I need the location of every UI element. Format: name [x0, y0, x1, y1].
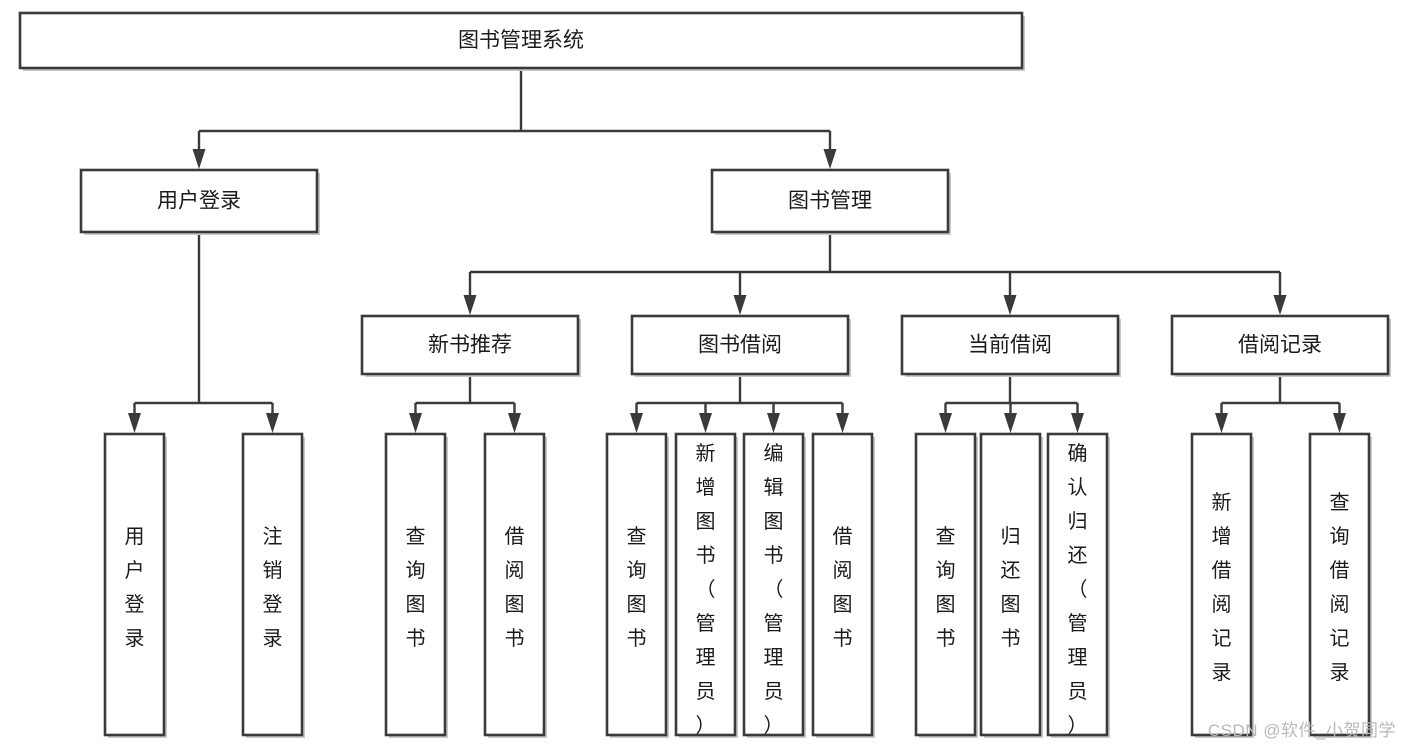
- arrow-head: [1215, 413, 1228, 433]
- arrow-head: [508, 413, 521, 433]
- node-label: 图书管理: [788, 190, 872, 213]
- node-label: 借阅图书: [505, 525, 525, 650]
- node-label: 查询图书: [936, 525, 956, 650]
- connector-group: [463, 232, 1287, 315]
- node-label: 图书管理系统: [458, 29, 584, 52]
- node-label: 当前借阅: [968, 334, 1052, 357]
- node-label: 查询图书: [627, 525, 647, 650]
- node-label: 借阅记录: [1238, 334, 1322, 357]
- node-box[interactable]: [103, 432, 166, 737]
- arrow-head: [699, 413, 712, 433]
- node-label: 归还图书: [1001, 525, 1021, 650]
- arrow-head: [733, 295, 747, 315]
- arrow-head: [266, 413, 279, 433]
- node-box[interactable]: [360, 314, 580, 376]
- arrow-head: [1333, 413, 1346, 433]
- node-label: 注销登录: [263, 525, 283, 650]
- node-box[interactable]: [811, 432, 874, 737]
- node-layer: 图书管理系统用户登录图书管理新书推荐图书借阅当前借阅借阅记录用户登录注销登录查询…: [18, 11, 1391, 738]
- arrow-head: [823, 149, 837, 169]
- node-label: 编辑图书（管理员）: [764, 442, 784, 737]
- connector-group: [630, 374, 849, 433]
- node-leaf-borrow-book[interactable]: 借阅图书: [811, 432, 875, 738]
- node-box[interactable]: [710, 168, 950, 234]
- connector-group: [939, 374, 1084, 433]
- node-box[interactable]: [1308, 432, 1371, 737]
- node-leaf-query-book-rec[interactable]: 查询图书: [384, 432, 448, 738]
- node-box[interactable]: [1046, 432, 1109, 737]
- arrow-head: [463, 295, 477, 315]
- node-book-borrow[interactable]: 图书借阅: [630, 314, 851, 377]
- node-label: 查询借阅记录: [1330, 491, 1350, 684]
- node-leaf-edit-book[interactable]: 编辑图书（管理员）: [742, 432, 806, 738]
- node-leaf-return-book[interactable]: 归还图书: [979, 432, 1043, 738]
- node-label: 确认归还（管理员）: [1068, 442, 1088, 737]
- node-user-login[interactable]: 用户登录: [79, 168, 320, 235]
- node-box[interactable]: [674, 432, 737, 737]
- connector-group: [409, 374, 521, 433]
- node-box[interactable]: [914, 432, 977, 737]
- node-leaf-user-login[interactable]: 用户登录: [103, 432, 167, 738]
- node-box[interactable]: [742, 432, 805, 737]
- node-label: 借阅图书: [833, 525, 853, 650]
- node-box[interactable]: [1170, 314, 1390, 376]
- node-box[interactable]: [605, 432, 668, 737]
- node-box[interactable]: [241, 432, 304, 737]
- node-current-borrow[interactable]: 当前借阅: [900, 314, 1121, 377]
- arrow-head: [1003, 295, 1017, 315]
- node-leaf-query-record[interactable]: 查询借阅记录: [1308, 432, 1372, 738]
- node-borrow-record[interactable]: 借阅记录: [1170, 314, 1391, 377]
- node-leaf-add-record[interactable]: 新增借阅记录: [1190, 432, 1254, 738]
- node-leaf-confirm-return[interactable]: 确认归还（管理员）: [1046, 432, 1110, 738]
- node-box[interactable]: [1190, 432, 1253, 737]
- node-root[interactable]: 图书管理系统: [18, 11, 1025, 71]
- connector-group: [192, 68, 837, 169]
- arrow-head: [939, 413, 952, 433]
- node-box[interactable]: [18, 11, 1024, 70]
- node-label: 新增借阅记录: [1212, 491, 1232, 684]
- node-box[interactable]: [900, 314, 1120, 376]
- watermark-label: CSDN @软件_小贺同学: [1207, 721, 1396, 740]
- node-new-book-rec[interactable]: 新书推荐: [360, 314, 581, 377]
- arrow-head: [128, 413, 141, 433]
- connector-layer: [128, 68, 1346, 433]
- node-leaf-logout[interactable]: 注销登录: [241, 432, 305, 738]
- node-box[interactable]: [630, 314, 850, 376]
- connector-group: [128, 232, 279, 433]
- arrow-head: [630, 413, 643, 433]
- node-box[interactable]: [79, 168, 319, 234]
- node-box[interactable]: [384, 432, 447, 737]
- node-label: 查询图书: [406, 525, 426, 650]
- node-book-manage[interactable]: 图书管理: [710, 168, 951, 235]
- arrow-head: [1004, 413, 1017, 433]
- node-label: 用户登录: [125, 526, 145, 650]
- arrow-head: [1071, 413, 1084, 433]
- node-label: 新书推荐: [428, 334, 512, 357]
- arrow-head: [767, 413, 780, 433]
- connector-group: [1215, 374, 1346, 433]
- arrow-head: [1273, 295, 1287, 315]
- node-label: 图书借阅: [698, 334, 782, 357]
- arrow-head: [192, 149, 206, 169]
- node-leaf-query-book-cur[interactable]: 查询图书: [914, 432, 978, 738]
- arrow-head: [836, 413, 849, 433]
- node-leaf-add-book[interactable]: 新增图书（管理员）: [674, 432, 738, 738]
- node-leaf-borrow-book-rec[interactable]: 借阅图书: [483, 432, 547, 738]
- node-label: 新增图书（管理员）: [696, 442, 716, 737]
- node-box[interactable]: [483, 432, 546, 737]
- arrow-head: [409, 413, 422, 433]
- node-label: 用户登录: [157, 190, 241, 213]
- node-leaf-query-book-borrow[interactable]: 查询图书: [605, 432, 669, 738]
- node-box[interactable]: [979, 432, 1042, 737]
